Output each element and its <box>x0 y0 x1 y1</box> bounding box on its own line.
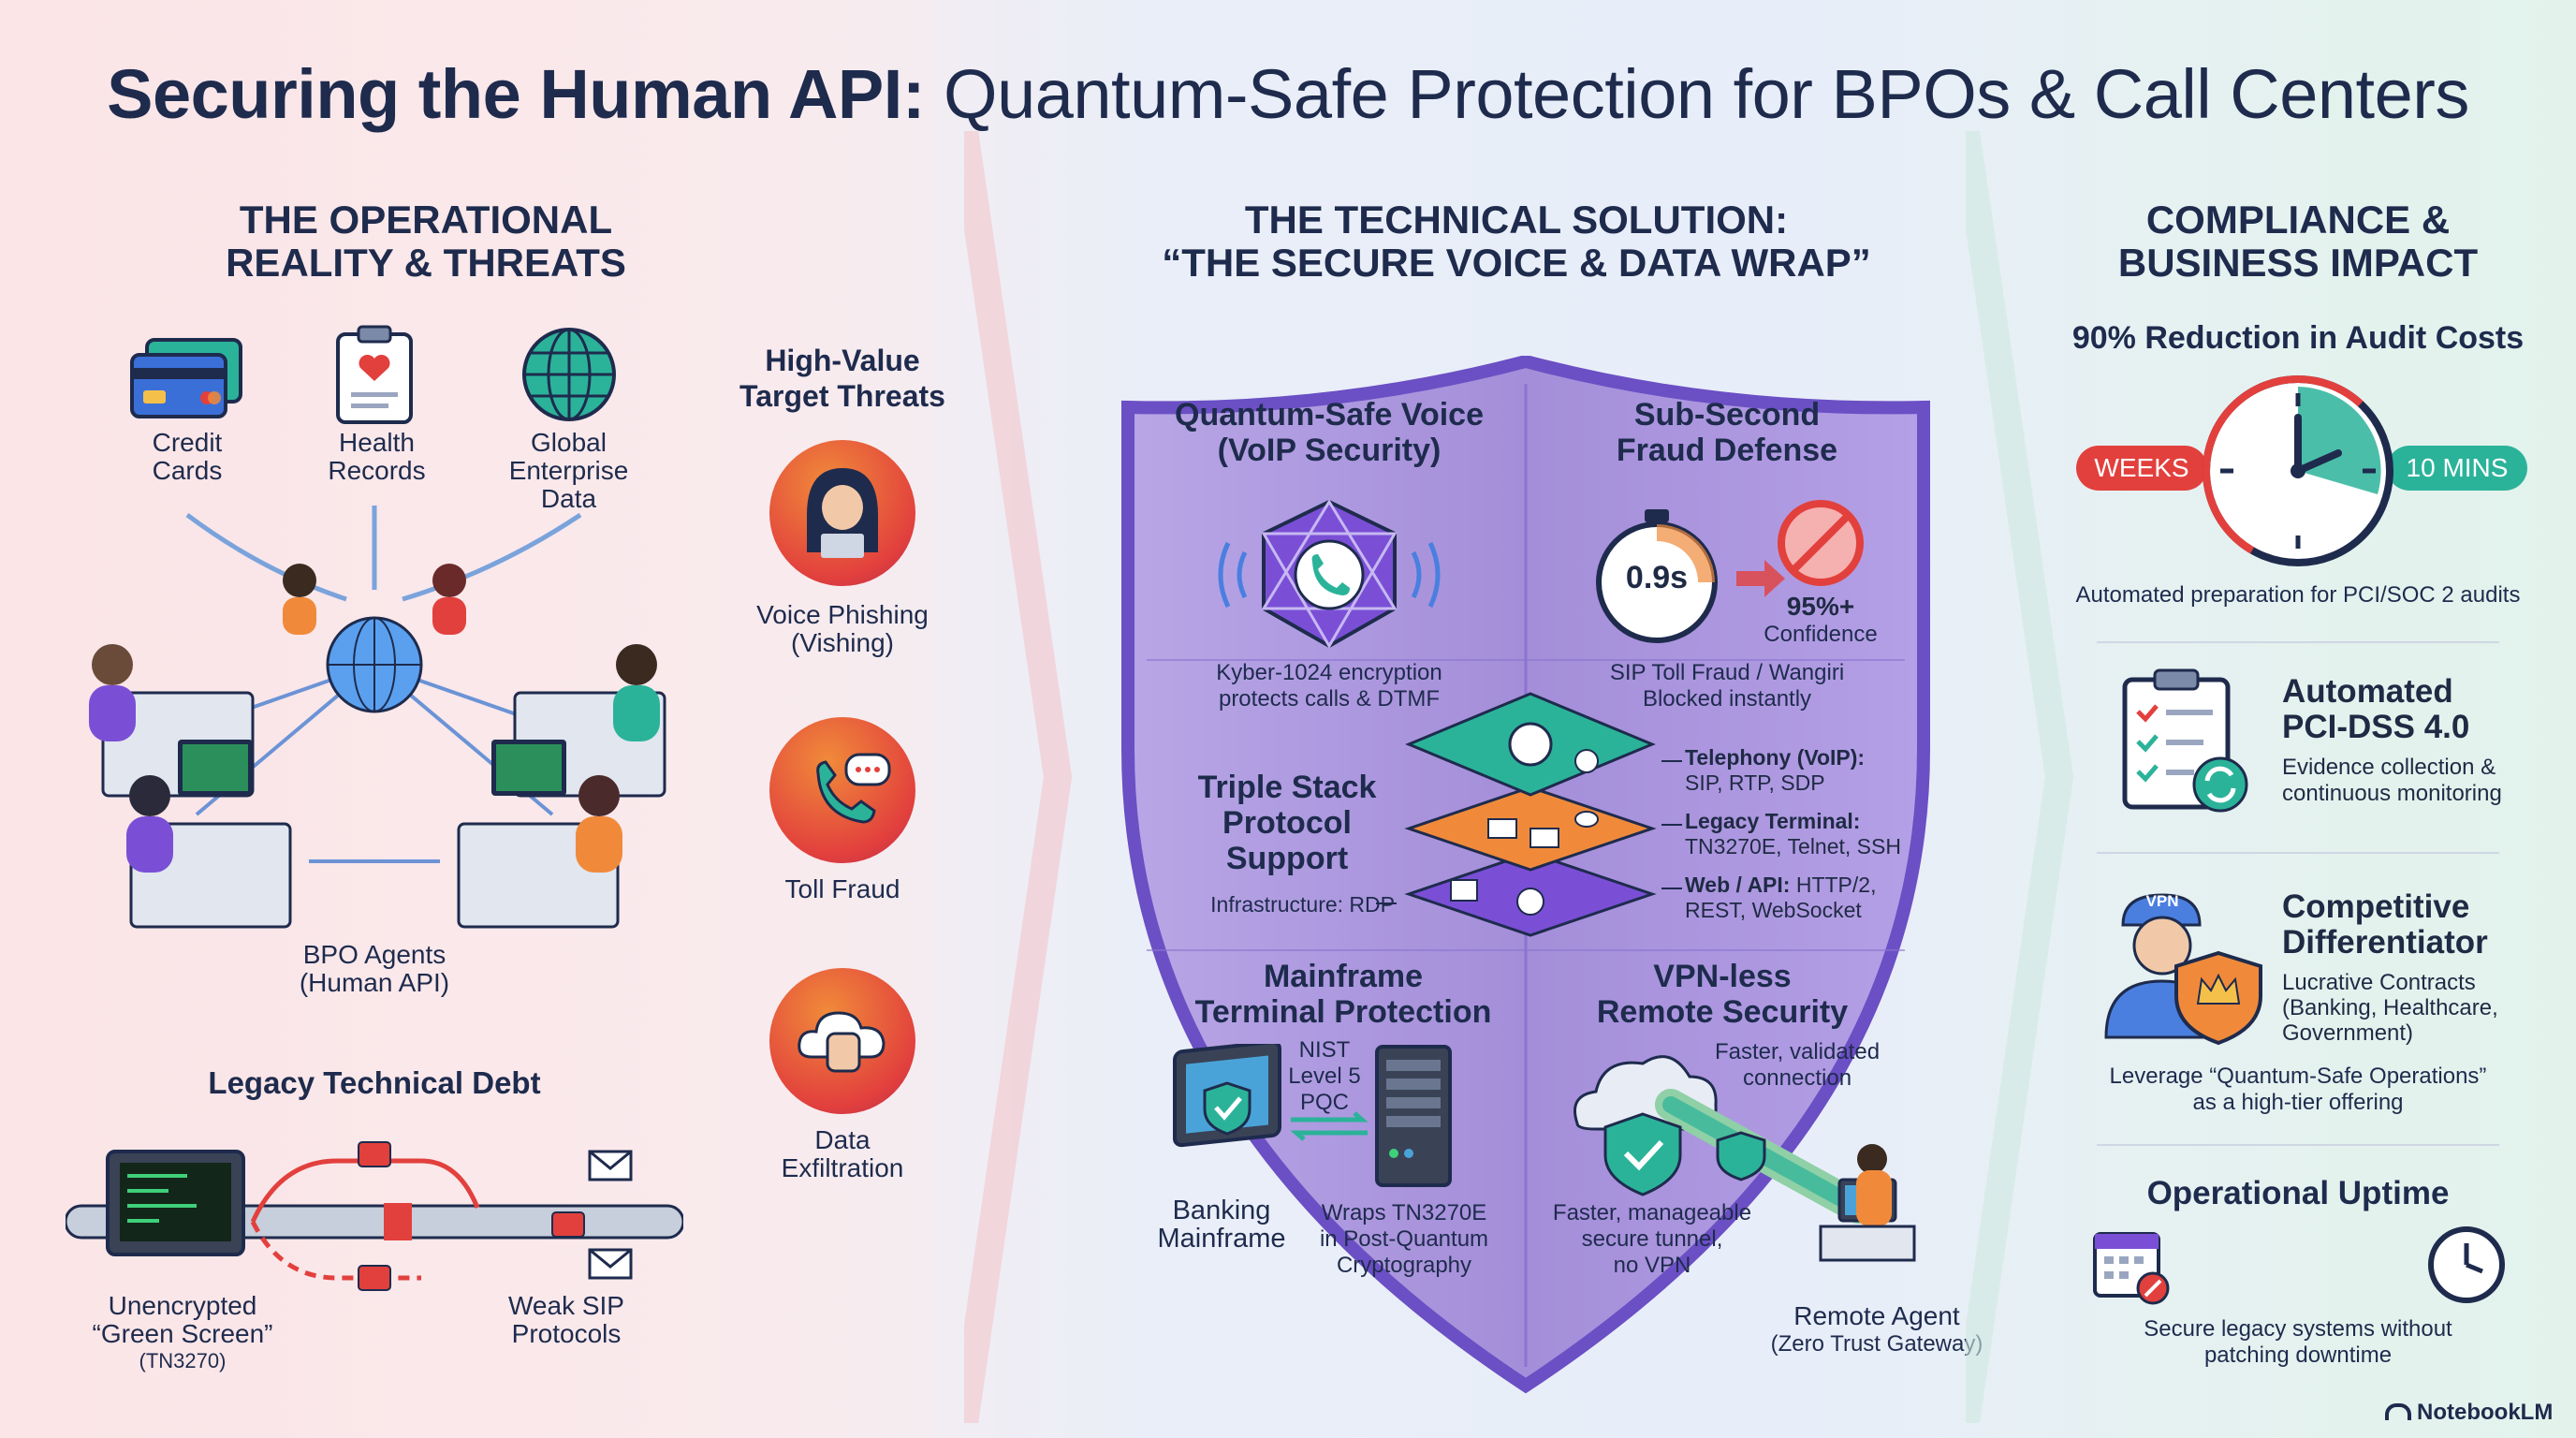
section-chevron-left <box>964 131 1073 1423</box>
sync-arrows-icon <box>1290 1111 1368 1141</box>
vpn-badge: VPN <box>2145 892 2179 910</box>
title-light: Quantum-Safe Protection for BPOs & Call … <box>944 55 2469 133</box>
remote-agent-label: Remote Agent <box>1793 1301 1960 1330</box>
brand-logo: NotebookLM <box>2385 1400 2553 1426</box>
brand-icon <box>2385 1403 2411 1420</box>
fraud-confidence-value: 95%+ <box>1786 592 1855 621</box>
threat-vishing-label: Voice Phishing(Vishing) <box>756 600 929 657</box>
cloud-hand-icon <box>769 968 915 1114</box>
title-bold: Securing the Human API: <box>107 55 925 133</box>
stack-connector-2 <box>1661 824 1682 826</box>
quantum-phone-icon <box>1218 499 1441 649</box>
right-heading: COMPLIANCE &BUSINESS IMPACT <box>2117 198 2479 285</box>
stopwatch-icon <box>1596 509 1718 643</box>
stack-connectors <box>1661 760 1682 762</box>
remote-agent-sub: (Zero Trust Gateway) <box>1770 1331 1983 1357</box>
stack-layer-web: Web / API: HTTP/2,REST, WebSocket <box>1685 873 1877 922</box>
diff-leverage: Leverage “Quantum-Safe Operations”as a h… <box>2109 1064 2487 1115</box>
legacy-heading: Legacy Technical Debt <box>208 1065 541 1100</box>
right-divider-3 <box>2097 1144 2499 1146</box>
diff-desc: Lucrative Contracts(Banking, Healthcare,… <box>2282 970 2498 1046</box>
middle-heading: THE TECHNICAL SOLUTION:“THE SECURE VOICE… <box>1162 198 1871 285</box>
brand-name: NotebookLM <box>2417 1400 2554 1425</box>
uptime-clock-icon <box>2428 1226 2505 1303</box>
credit-cards-icon <box>130 338 242 418</box>
health-records-icon <box>336 325 413 424</box>
secure-tunnel-illustration <box>1573 1055 1916 1262</box>
stack-infra-label: Infrastructure: RDP <box>1210 892 1395 917</box>
voice-title: Quantum-Safe Voice(VoIP Security) <box>1175 397 1484 468</box>
right-divider-2 <box>2097 852 2499 854</box>
blocked-icon <box>1736 500 1864 597</box>
checklist-icon <box>2122 668 2248 813</box>
legacy-pipe-illustration <box>66 1141 683 1291</box>
globe-icon <box>522 328 616 421</box>
bpo-network-illustration <box>89 506 666 929</box>
bpo-agents-label: BPO Agents(Human API) <box>299 940 450 997</box>
hacker-icon <box>769 440 915 586</box>
stack-layer-legacy: Legacy Terminal:TN3270E, Telnet, SSH <box>1685 809 1901 858</box>
audit-desc: Automated preparation for PCI/SOC 2 audi… <box>2075 582 2521 608</box>
right-divider-1 <box>2097 641 2499 643</box>
phone-chat-icon <box>769 717 915 863</box>
banking-terminal-icon <box>1173 1044 1281 1148</box>
protocol-stack-layers <box>1404 692 1657 937</box>
right-panel-bg <box>1928 0 2576 1438</box>
audit-title: 90% Reduction in Audit Costs <box>2071 320 2525 356</box>
server-icon <box>1375 1045 1452 1187</box>
threat-toll-fraud-label: Toll Fraud <box>784 874 900 903</box>
fraud-confidence-label: Confidence <box>1764 622 1878 647</box>
calendar-icon <box>2093 1232 2170 1305</box>
weeks-pill: WEEKS <box>2076 446 2207 491</box>
left-heading: THE OPERATIONAL REALITY & THREATS <box>226 198 626 285</box>
section-chevron-right <box>1966 131 2074 1423</box>
stack-layer-telephony: Telephony (VoIP):SIP, RTP, SDP <box>1685 745 1866 795</box>
green-screen-label: Unencrypted“Green Screen” (TN3270) <box>92 1291 273 1373</box>
vpn-agent-shield-icon <box>2104 893 2262 1046</box>
stack-connector-4 <box>1376 902 1397 904</box>
clock-icon <box>2203 375 2393 566</box>
ten-mins-pill: 10 MINS <box>2387 446 2527 491</box>
pci-desc: Evidence collection &continuous monitori… <box>2282 755 2502 806</box>
stack-connector-3 <box>1661 888 1682 889</box>
page-title: Securing the Human API: Quantum-Safe Pro… <box>0 54 2576 134</box>
uptime-title: Operational Uptime <box>2146 1175 2450 1211</box>
fraud-timer: 0.9s <box>1625 560 1689 595</box>
